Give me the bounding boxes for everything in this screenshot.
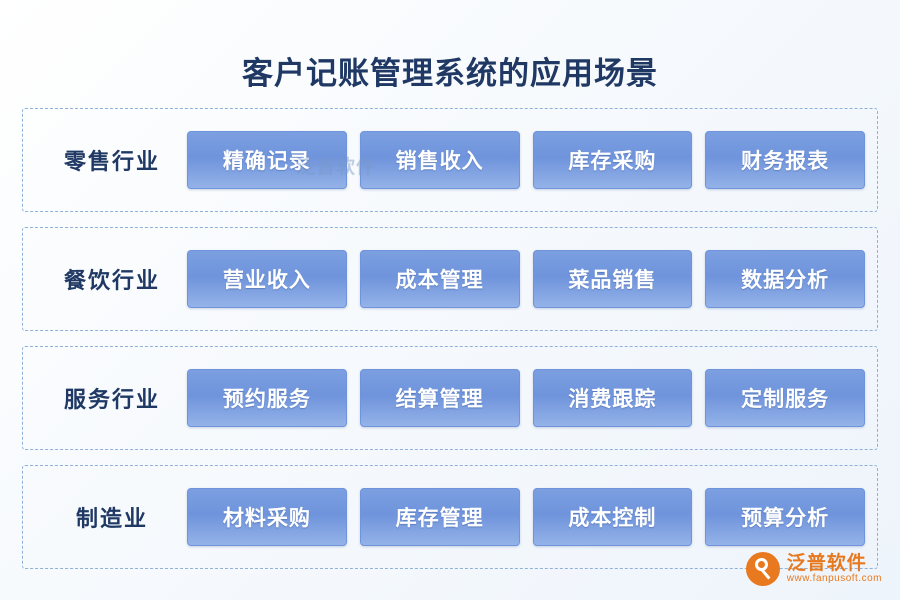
cell-group-retail: 精确记录 销售收入 库存采购 财务报表: [187, 131, 865, 189]
cell-manufacturing-2[interactable]: 库存管理: [359, 488, 520, 546]
scenario-row-service: 服务行业 预约服务 结算管理 消费跟踪 定制服务: [22, 346, 878, 450]
cell-group-service: 预约服务 结算管理 消费跟踪 定制服务: [187, 369, 865, 427]
cell-retail-2[interactable]: 销售收入: [359, 131, 520, 189]
row-label-manufacturing: 制造业: [75, 506, 148, 531]
cell-catering-4[interactable]: 数据分析: [705, 250, 865, 308]
cell-service-2[interactable]: 结算管理: [359, 369, 520, 427]
row-label-service: 服务行业: [63, 387, 160, 412]
cell-retail-4[interactable]: 财务报表: [705, 131, 865, 189]
cell-retail-3[interactable]: 库存采购: [532, 131, 693, 189]
scenario-rows: 零售行业 精确记录 销售收入 库存采购 财务报表 餐饮行业 营业收入 成本管理 …: [22, 108, 878, 584]
brand-logo-text: 泛普软件 www.fanpusoft.com: [786, 552, 882, 584]
brand-logo: 泛普软件 www.fanpusoft.com: [745, 552, 882, 586]
cell-manufacturing-3[interactable]: 成本控制: [532, 488, 693, 546]
page-title: 客户记账管理系统的应用场景: [242, 56, 658, 91]
scenario-row-manufacturing: 制造业 材料采购 库存管理 成本控制 预算分析: [22, 465, 878, 569]
row-label-catering: 餐饮行业: [63, 268, 160, 293]
cell-service-3[interactable]: 消费跟踪: [532, 369, 693, 427]
cell-manufacturing-4[interactable]: 预算分析: [705, 488, 865, 546]
cell-catering-3[interactable]: 菜品销售: [532, 250, 693, 308]
cell-group-catering: 营业收入 成本管理 菜品销售 数据分析: [187, 250, 865, 308]
cell-retail-1[interactable]: 精确记录: [187, 131, 347, 189]
brand-name-cn: 泛普软件: [786, 552, 867, 574]
row-label-retail: 零售行业: [63, 149, 160, 174]
cell-catering-1[interactable]: 营业收入: [187, 250, 347, 308]
cell-service-1[interactable]: 预约服务: [187, 369, 347, 427]
brand-name-en: www.fanpusoft.com: [786, 572, 882, 584]
cell-service-4[interactable]: 定制服务: [705, 369, 865, 427]
scenario-row-retail: 零售行业 精确记录 销售收入 库存采购 财务报表: [22, 108, 878, 212]
scenario-row-catering: 餐饮行业 营业收入 成本管理 菜品销售 数据分析: [22, 227, 878, 331]
cell-manufacturing-1[interactable]: 材料采购: [187, 488, 347, 546]
cell-group-manufacturing: 材料采购 库存管理 成本控制 预算分析: [187, 488, 865, 546]
magnifier-icon: [745, 552, 780, 586]
cell-catering-2[interactable]: 成本管理: [359, 250, 520, 308]
